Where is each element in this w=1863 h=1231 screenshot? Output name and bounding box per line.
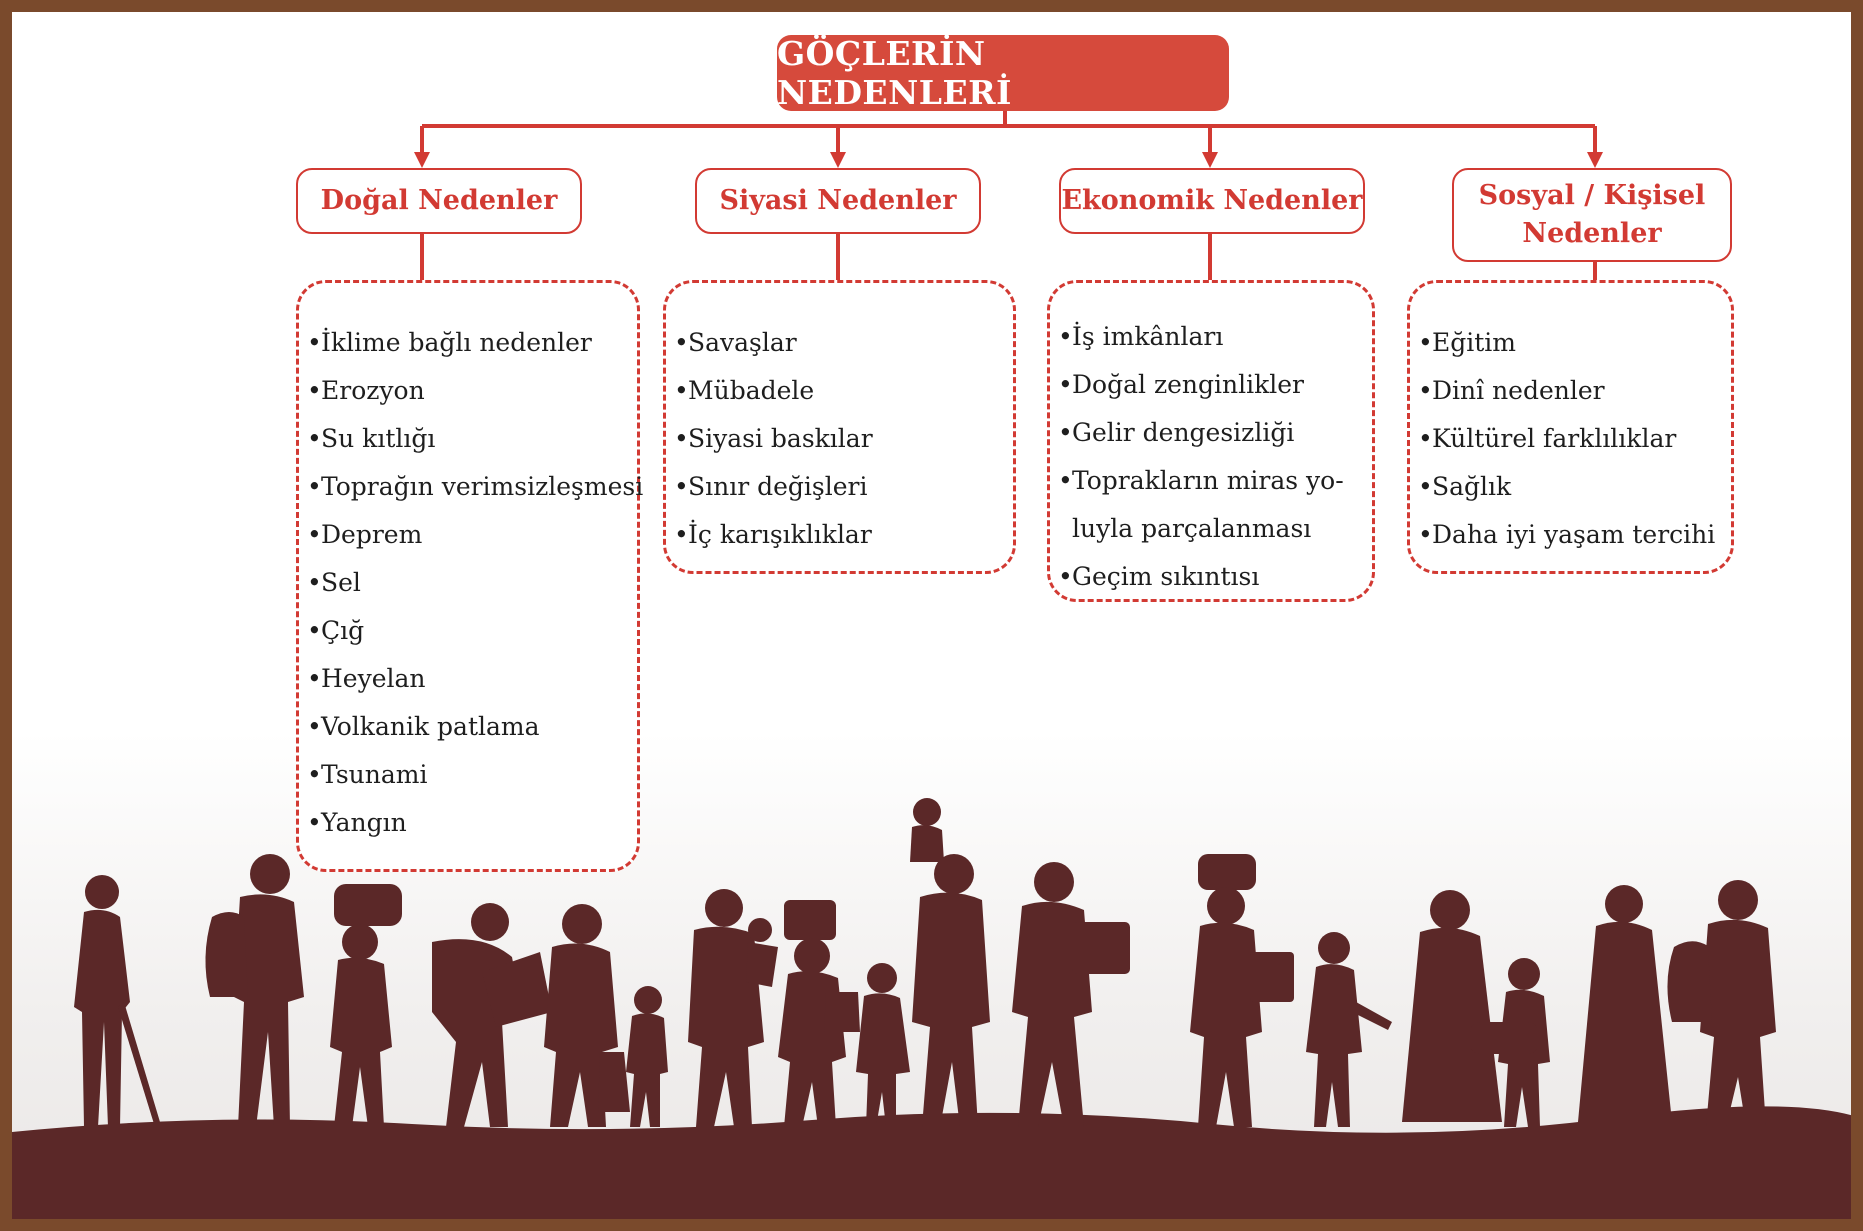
person-silhouette [1402, 890, 1502, 1122]
person-silhouette [1012, 862, 1130, 1127]
ground [12, 1106, 1851, 1219]
list-item: •Siyasi baskılar [674, 424, 873, 453]
list-dogal: •İklime bağlı nedenler •Erozyon •Su kıtl… [296, 280, 644, 872]
list-item: •Su kıtlığı [307, 424, 436, 453]
list-item: •Toprakların miras yo- [1058, 466, 1344, 495]
list-siyasi: •Savaşlar •Mübadele •Siyasi baskılar •Sı… [663, 280, 1016, 574]
list-item: •Erozyon [307, 376, 425, 405]
list-item: •Eğitim [1418, 328, 1516, 357]
connector-lines [414, 111, 1603, 280]
list-item: •Dinî nedenler [1418, 376, 1605, 405]
arrowhead-siyasi [830, 152, 846, 168]
list-item: luyla parçalanması [1072, 514, 1312, 543]
list-item: •Sağlık [1418, 472, 1512, 501]
list-ekonomik: •İş imkânları •Doğal zenginlikler •Gelir… [1047, 280, 1375, 602]
list-item: •İç karışıklıklar [674, 520, 872, 549]
migrants-silhouette [12, 798, 1851, 1219]
list-item: •Çığ [307, 616, 365, 645]
arrowhead-ekonomik [1202, 152, 1218, 168]
list-item: •Geçim sıkıntısı [1058, 562, 1260, 591]
category-ekonomik: Ekonomik Nedenler [1059, 168, 1365, 234]
list-item: •Doğal zenginlikler [1058, 370, 1304, 399]
category-sosyal-line2: Nedenler [1522, 218, 1662, 249]
category-sosyal: Sosyal / Kişisel Nedenler [1452, 168, 1732, 262]
category-siyasi: Siyasi Nedenler [695, 168, 981, 234]
list-item: •Yangın [307, 808, 407, 837]
category-dogal: Doğal Nedenler [296, 168, 582, 234]
list-item: •Sel [307, 568, 361, 597]
list-item: •Tsunami [307, 760, 428, 789]
list-item: •Deprem [307, 520, 423, 549]
person-silhouette [74, 875, 160, 1127]
person-silhouette [626, 986, 668, 1127]
category-sosyal-line1: Sosyal / Kişisel [1478, 180, 1706, 211]
list-item: •İş imkânları [1058, 322, 1224, 351]
person-silhouette [544, 904, 630, 1127]
person-silhouette [205, 854, 304, 1127]
list-item: •Volkanik patlama [307, 712, 540, 741]
list-sosyal: •Eğitim •Dinî nedenler •Kültürel farklıl… [1407, 280, 1734, 574]
list-item: •Kültürel farklılıklar [1418, 424, 1677, 453]
list-item: •Toprağın verimsizleşmesi [307, 472, 644, 501]
person-silhouette [778, 900, 860, 1127]
list-item: •Savaşlar [674, 328, 797, 357]
person-silhouette [1578, 885, 1672, 1122]
person-silhouette [910, 798, 990, 1127]
person-silhouette [1190, 854, 1294, 1127]
diagram-title: GÖÇLERİN NEDENLERİ [777, 34, 1229, 112]
list-item: •Gelir dengesizliği [1058, 418, 1295, 447]
list-item: •Sınır değişleri [674, 472, 868, 501]
list-item: •Heyelan [307, 664, 426, 693]
arrowhead-dogal [414, 152, 430, 168]
person-silhouette [432, 903, 552, 1127]
list-item: •Daha iyi yaşam tercihi [1418, 520, 1716, 549]
person-silhouette [688, 889, 778, 1127]
person-silhouette [1306, 932, 1392, 1127]
person-silhouette [856, 963, 910, 1127]
list-item: •Mübadele [674, 376, 815, 405]
arrowhead-sosyal [1587, 152, 1603, 168]
person-silhouette [330, 884, 402, 1127]
person-silhouette [1667, 880, 1776, 1127]
person-silhouette [1470, 958, 1550, 1127]
list-item: •İklime bağlı nedenler [307, 328, 592, 357]
